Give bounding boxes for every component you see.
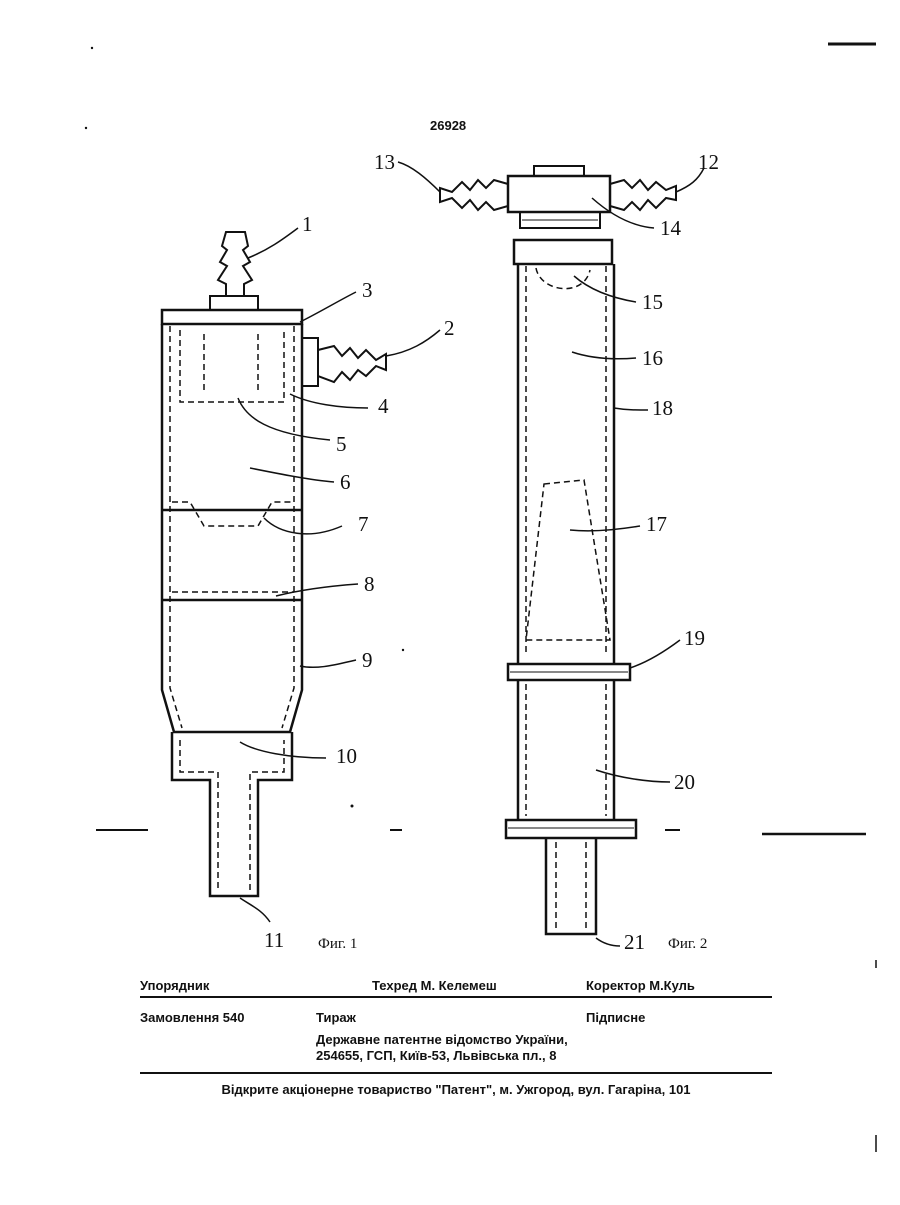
subscription-field: Підписне <box>586 1010 645 1025</box>
label-9: 9 <box>362 648 373 673</box>
label-13: 13 <box>374 150 395 175</box>
proofreader-field: Коректор М.Куль <box>586 978 695 993</box>
body-9 <box>162 324 302 732</box>
bottom-fitting-10 <box>172 732 292 896</box>
figure-2-caption: Фиг. 2 <box>668 936 707 953</box>
outlet-nozzle-2 <box>302 338 386 386</box>
lid-3 <box>162 310 302 324</box>
figure-1-caption: Фиг. 1 <box>318 936 357 953</box>
label-21: 21 <box>624 930 645 955</box>
footer-divider-bottom <box>140 1072 772 1074</box>
label-12: 12 <box>698 150 719 175</box>
compiler-field: Упорядник <box>140 978 209 993</box>
label-10: 10 <box>336 744 357 769</box>
label-16: 16 <box>642 346 663 371</box>
label-7: 7 <box>358 512 369 537</box>
lower-tube-20 <box>518 680 614 820</box>
tube-18 <box>518 264 614 664</box>
circulation-field: Тираж <box>316 1010 356 1025</box>
order-field: Замовлення 540 <box>140 1010 245 1025</box>
figure-2 <box>398 162 704 946</box>
figure-1 <box>162 228 440 922</box>
outlet-21 <box>546 838 596 934</box>
inlet-nozzle-1 <box>210 232 258 310</box>
label-20: 20 <box>674 770 695 795</box>
label-2: 2 <box>444 316 455 341</box>
printer-line: Відкрите акціонерне товариство "Патент",… <box>140 1082 772 1097</box>
cone-17 <box>526 480 610 640</box>
label-3: 3 <box>362 278 373 303</box>
tee-14 <box>508 166 610 228</box>
chamber-5 <box>180 330 284 402</box>
label-14: 14 <box>660 216 681 241</box>
leader-lines-fig1 <box>238 228 440 922</box>
tech-editor-field: Техред М. Келемеш <box>372 978 497 993</box>
office-line-2: 254655, ГСП, Київ-53, Львівська пл., 8 <box>316 1048 556 1063</box>
nozzle-12 <box>610 180 676 210</box>
nozzle-13 <box>440 180 508 210</box>
label-8: 8 <box>364 572 375 597</box>
separator-7 <box>172 502 294 526</box>
label-11: 11 <box>264 928 284 953</box>
label-1: 1 <box>302 212 313 237</box>
label-5: 5 <box>336 432 347 457</box>
label-6: 6 <box>340 470 351 495</box>
label-17: 17 <box>646 512 667 537</box>
label-19: 19 <box>684 626 705 651</box>
label-18: 18 <box>652 396 673 421</box>
label-15: 15 <box>642 290 663 315</box>
cup-15 <box>536 268 590 289</box>
office-line-1: Державне патентне відомство України, <box>316 1032 568 1047</box>
label-4: 4 <box>378 394 389 419</box>
footer-divider-top <box>140 996 772 998</box>
